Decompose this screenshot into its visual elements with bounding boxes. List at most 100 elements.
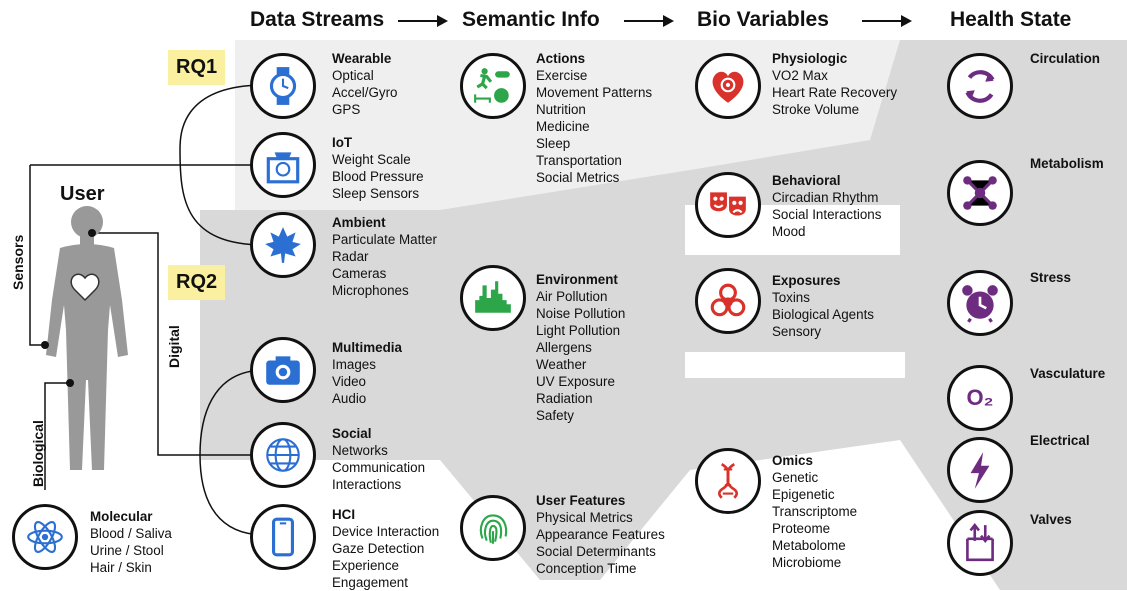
sensor-dot-bio	[66, 379, 74, 387]
title: Multimedia	[332, 340, 402, 355]
atom-icon	[12, 504, 78, 570]
item: Social Metrics	[536, 170, 620, 185]
globe-icon	[250, 422, 316, 488]
digital-label: Digital	[166, 325, 182, 368]
connector-digital-bottom	[199, 454, 266, 536]
connector-digital-top	[199, 369, 266, 456]
item: Noise Pollution	[536, 306, 626, 321]
biohazard-icon	[695, 268, 761, 334]
item: Weight Scale	[332, 152, 411, 167]
health-electrical: Electrical	[1030, 433, 1090, 448]
item: Urine / Stool	[90, 543, 164, 558]
item: Interactions	[332, 477, 402, 492]
item: Appearance Features	[536, 527, 665, 542]
valve-icon	[947, 510, 1013, 576]
item: Sleep Sensors	[332, 186, 420, 201]
item: VO2 Max	[772, 68, 828, 83]
item: Movement Patterns	[536, 85, 653, 100]
block-user-features: User Features Physical Metrics Appearanc…	[536, 492, 665, 577]
title: Behavioral	[772, 173, 841, 188]
item: Social Interactions	[772, 207, 882, 222]
block-physiologic: Physiologic VO2 Max Heart Rate Recovery …	[772, 50, 897, 118]
cycle-icon	[947, 53, 1013, 119]
item: Toxins	[772, 290, 810, 305]
connector-sensors-bottom	[179, 149, 266, 246]
title: IoT	[332, 135, 353, 150]
o2-icon-text: O₂	[966, 385, 994, 410]
connector-digital	[92, 232, 265, 456]
item: Weather	[536, 357, 587, 372]
leaf-icon	[250, 212, 316, 278]
item: Safety	[536, 408, 574, 423]
city-icon	[460, 265, 526, 331]
item: Radar	[332, 249, 369, 264]
dna-icon	[695, 448, 761, 514]
item: Hair / Skin	[90, 560, 152, 575]
item: Accel/Gyro	[332, 85, 398, 100]
item: Allergens	[536, 340, 592, 355]
biological-label: Biological	[30, 420, 46, 487]
human-silhouette	[46, 206, 128, 470]
item: UV Exposure	[536, 374, 615, 389]
item: Transportation	[536, 153, 622, 168]
item: Stroke Volume	[772, 102, 860, 117]
title: Social	[332, 426, 372, 441]
item: GPS	[332, 102, 361, 117]
connector-biological	[44, 382, 70, 490]
sensor-dot-hand	[41, 341, 49, 349]
title: Omics	[772, 453, 813, 468]
arrow-1	[398, 15, 448, 27]
item: Social Determinants	[536, 544, 656, 559]
header-data-streams: Data Streams	[250, 8, 385, 31]
health-metabolism: Metabolism	[1030, 156, 1104, 171]
connector-sensors-top	[179, 84, 266, 151]
scale-icon	[250, 132, 316, 198]
title: Molecular	[90, 509, 153, 524]
health-stress: Stress	[1030, 270, 1071, 285]
heart-outline	[70, 273, 100, 302]
fingerprint-icon	[460, 495, 526, 561]
o2-icon: O₂	[947, 365, 1013, 431]
watch-icon	[250, 53, 316, 119]
item: Device Interaction	[332, 524, 440, 539]
item: Cameras	[332, 266, 387, 281]
header-health-state: Health State	[950, 8, 1072, 31]
item: Genetic	[772, 470, 819, 485]
phone-icon	[250, 504, 316, 570]
item: Particulate Matter	[332, 232, 437, 247]
item: Audio	[332, 391, 367, 406]
sensor-dot-head	[88, 229, 96, 237]
block-molecular: Molecular Blood / Saliva Urine / Stool H…	[90, 508, 172, 576]
item: Mood	[772, 224, 806, 239]
item: Exercise	[536, 68, 588, 83]
item: Heart Rate Recovery	[772, 85, 898, 100]
item: Video	[332, 374, 367, 389]
item: Nutrition	[536, 102, 586, 117]
health-valves: Valves	[1030, 512, 1072, 527]
header-semantic-info: Semantic Info	[462, 8, 600, 31]
block-multimedia: Multimedia Images Video Audio	[332, 339, 402, 407]
block-actions: Actions Exercise Movement Patterns Nutri…	[536, 50, 652, 186]
camera-icon	[250, 337, 316, 403]
rq1-badge: RQ1	[168, 50, 226, 85]
block-hci: HCI Device Interaction Gaze Detection Ex…	[332, 506, 439, 591]
item: Gaze Detection	[332, 541, 425, 556]
item: Networks	[332, 443, 388, 458]
item: Experience	[332, 558, 399, 573]
title: Ambient	[332, 215, 386, 230]
sensors-label: Sensors	[10, 234, 26, 290]
title: Wearable	[332, 51, 392, 66]
rq2-region	[200, 40, 1127, 590]
item: Circadian Rhythm	[772, 190, 879, 205]
lightning-icon	[947, 437, 1013, 503]
item: Blood / Saliva	[90, 526, 172, 541]
item: Blood Pressure	[332, 169, 424, 184]
item: Epigenetic	[772, 487, 835, 502]
arrow-3	[862, 15, 912, 27]
molecule-icon	[947, 160, 1013, 226]
heart-icon	[695, 53, 761, 119]
block-exposures: Exposures Toxins Biological Agents Senso…	[772, 272, 874, 340]
block-omics: Omics Genetic Epigenetic Transcriptome P…	[772, 452, 857, 571]
item: Proteome	[772, 521, 831, 536]
item: Engagement	[332, 575, 408, 590]
